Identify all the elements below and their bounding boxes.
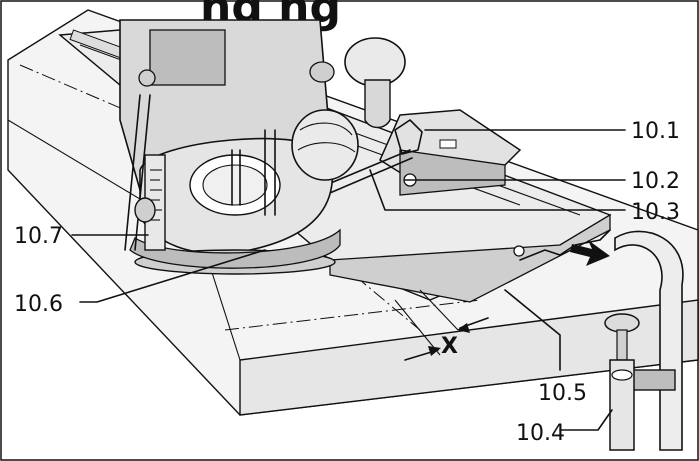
clamp-knob-small xyxy=(309,61,335,83)
callout-10-2: 10.2 xyxy=(631,169,680,194)
guide-knob xyxy=(344,37,406,129)
leader-10-5 xyxy=(504,289,561,371)
screw-clamp xyxy=(604,230,684,451)
callout-10-5: 10.5 xyxy=(538,381,587,406)
callout-10-7: 10.7 xyxy=(14,224,63,249)
callout-10-1: 10.1 xyxy=(631,119,680,144)
clamp-direction-arrow xyxy=(570,240,610,266)
leader-10-4 xyxy=(559,409,613,431)
callout-10-4: 10.4 xyxy=(516,421,565,446)
leader-10-3 xyxy=(369,169,626,211)
callout-10-3: 10.3 xyxy=(631,200,680,225)
callout-10-6: 10.6 xyxy=(14,292,63,317)
router-body xyxy=(119,19,341,275)
router-knob-right xyxy=(291,109,359,181)
dimension-x-label: X xyxy=(441,334,458,359)
leader-10-6 xyxy=(79,249,266,303)
dimension-x-marker: X xyxy=(394,289,489,361)
callout-leaders xyxy=(71,129,626,431)
depth-stop xyxy=(134,154,166,251)
